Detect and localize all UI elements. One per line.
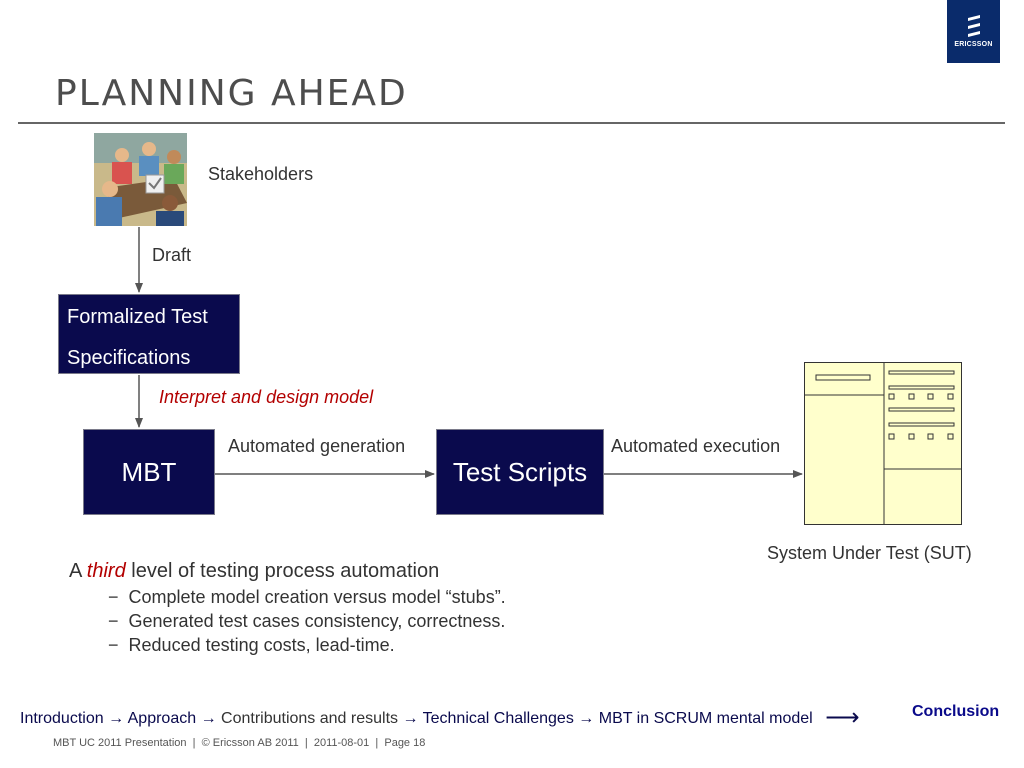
nav-link-approach[interactable]: Approach <box>127 710 197 727</box>
automated-execution-label: Automated execution <box>611 436 781 456</box>
logo-text: ERICSSON <box>954 41 993 48</box>
ericsson-logo-icon <box>967 15 980 37</box>
sub-bullet: − Generated test cases consistency, corr… <box>108 611 505 632</box>
sub-bullet-text: Reduced testing costs, lead-time. <box>128 635 395 655</box>
sub-bullet-text: Complete model creation versus model “st… <box>128 587 506 607</box>
nav-link-contributions[interactable]: Contributions and results <box>221 710 399 727</box>
nav-link-introduction[interactable]: Introduction <box>20 710 104 727</box>
system-under-test-illustration <box>804 362 962 525</box>
test-scripts-box: Test Scripts <box>436 429 604 515</box>
stakeholders-label: Stakeholders <box>208 164 314 184</box>
arrow-right-icon: → <box>402 710 419 727</box>
formalized-line-2: Specifications <box>67 347 191 369</box>
sut-label: System Under Test (SUT) <box>767 543 972 563</box>
interpret-design-label: Interpret and design model <box>159 387 374 407</box>
agenda-breadcrumb: Introduction → Approach → Contributions … <box>20 703 868 732</box>
formalized-test-specifications-box: Formalized Test Specifications <box>58 294 240 374</box>
bullet-main-prefix: A <box>69 560 87 582</box>
formalized-line-1: Formalized Test <box>67 306 208 328</box>
dash-icon: − <box>108 611 119 631</box>
bullet-main-suffix: level of testing process automation <box>125 560 440 582</box>
long-arrow-right-icon: ⟶ <box>825 704 860 731</box>
dash-icon: − <box>108 635 119 655</box>
title-divider <box>18 122 1005 124</box>
mbt-box: MBT <box>83 429 215 515</box>
draft-label: Draft <box>152 245 192 265</box>
nav-link-conclusion[interactable]: Conclusion <box>912 703 1000 720</box>
arrow-right-icon: → <box>578 710 595 727</box>
slide-footer: MBT UC 2011 Presentation | © Ericsson AB… <box>53 737 426 749</box>
arrow-right-icon: → <box>108 710 125 727</box>
automated-generation-label: Automated generation <box>228 436 406 456</box>
ericsson-logo: ERICSSON <box>947 0 1000 63</box>
page-title: Planning ahead <box>55 73 408 114</box>
bullet-main: A third level of testing process automat… <box>69 560 439 583</box>
bullet-main-emphasis: third <box>86 560 126 582</box>
sub-bullet: − Complete model creation versus model “… <box>108 587 506 608</box>
stakeholders-illustration <box>94 133 187 226</box>
dash-icon: − <box>108 587 119 607</box>
sub-bullet-text: Generated test cases consistency, correc… <box>128 611 506 631</box>
nav-link-technical-challenges[interactable]: Technical Challenges <box>422 710 574 727</box>
sub-bullet: − Reduced testing costs, lead-time. <box>108 635 395 656</box>
arrow-right-icon: → <box>200 710 217 727</box>
nav-link-mbt-scrum[interactable]: MBT in SCRUM mental model <box>598 710 813 727</box>
